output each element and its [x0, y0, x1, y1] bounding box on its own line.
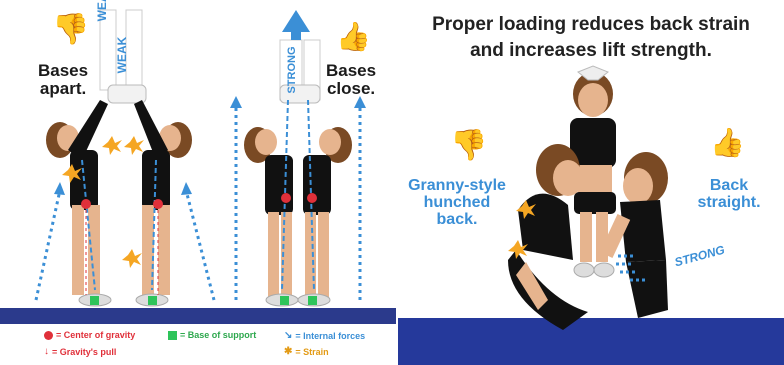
legend-base-of-support: = Base of support	[168, 330, 256, 340]
legend: = Center of gravity ↓ = Gravity's pull =…	[0, 324, 396, 365]
internal-force-arrow-icon: ↘	[284, 330, 292, 341]
legend-internal-forces: ↘ = Internal forces	[284, 330, 365, 341]
down-arrow-icon: ↓	[44, 346, 49, 357]
bases-apart-label: Bases apart.	[38, 62, 88, 98]
red-dot-icon	[44, 331, 53, 340]
strong-label-left: STRONG	[287, 40, 299, 100]
thumbs-up-icon: 👍	[336, 22, 371, 51]
legend-center-of-gravity: = Center of gravity	[44, 330, 135, 340]
back-straight-label: Back straight.	[684, 178, 774, 212]
base-hunched-figure	[508, 144, 588, 330]
strain-burst-icon: ✱	[284, 346, 292, 357]
weak-label-1: WEAK	[96, 0, 109, 28]
thumbs-up-icon-right: 👍	[710, 128, 745, 157]
right-illustration-panel: Proper loading reduces back strain and i…	[398, 0, 784, 365]
thumbs-down-icon: 👎	[52, 14, 89, 46]
left-illustration-panel: 👎 👍 Bases apart. Bases close. WEAK WEAK …	[0, 0, 396, 365]
legend-strain: ✱ = Strain	[284, 346, 329, 357]
weak-label-2: WEAK	[116, 30, 129, 80]
floor	[0, 308, 396, 324]
legend-gravity-pull: ↓ = Gravity's pull	[44, 346, 116, 357]
dotted-arrow-left-inner	[186, 190, 214, 300]
granny-style-label: Granny-style hunched back.	[402, 178, 512, 228]
dotted-arrow-left-outer	[36, 190, 60, 300]
bases-apart-group	[46, 100, 192, 306]
green-square-icon	[168, 331, 177, 340]
thumbs-down-icon-right: 👎	[450, 130, 487, 162]
bases-close-label: Bases close.	[326, 62, 376, 98]
bases-close-group	[244, 100, 352, 306]
